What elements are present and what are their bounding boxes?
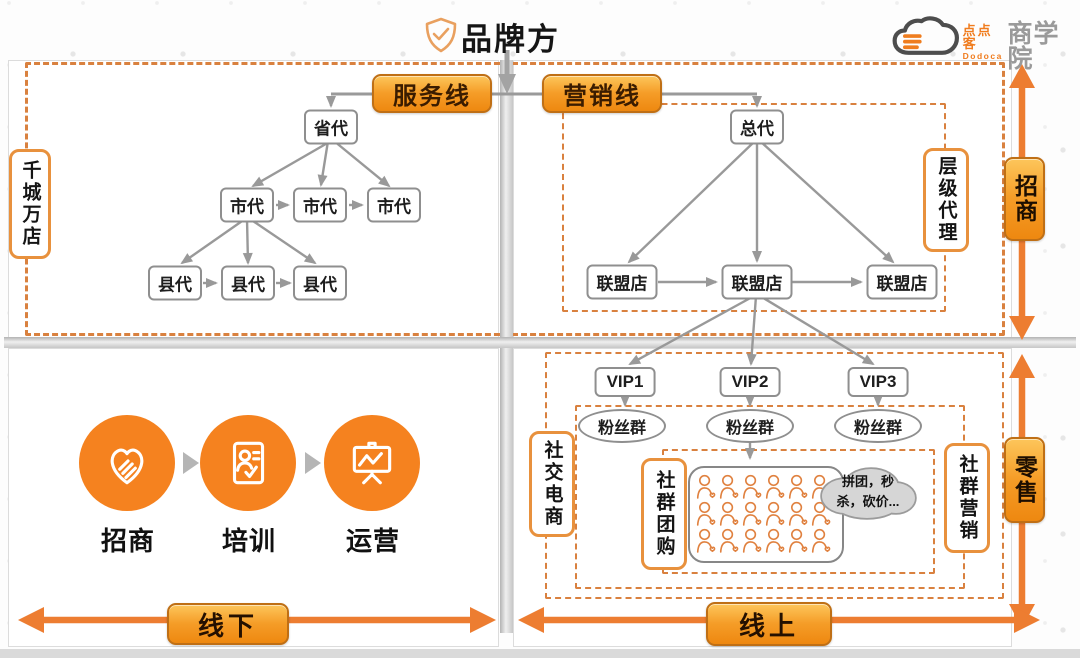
training-card-icon bbox=[232, 441, 265, 485]
person-icon bbox=[696, 528, 716, 553]
node-county-agent: 县代 bbox=[293, 265, 347, 301]
node-city-agent: 市代 bbox=[293, 187, 347, 223]
logo-brand-text: 点点客 bbox=[962, 23, 993, 51]
promo-cloud-text: 拼团，秒杀，砍价... bbox=[836, 474, 900, 509]
logo-brand-subtext: Dodoca bbox=[962, 51, 1003, 61]
step-label-recruit: 招商 bbox=[100, 526, 156, 556]
node-city-agent: 市代 bbox=[220, 187, 274, 223]
bottom-edge-strip bbox=[0, 649, 1080, 658]
node-alliance-store: 联盟店 bbox=[721, 264, 793, 300]
node-vip1: VIP1 bbox=[594, 367, 656, 397]
person-icon bbox=[742, 501, 762, 526]
step-arrow-icon bbox=[183, 452, 199, 474]
person-icon bbox=[811, 501, 831, 526]
node-vip2: VIP2 bbox=[719, 367, 781, 397]
person-icon bbox=[719, 474, 739, 499]
group-buy-label: 社群团购 bbox=[641, 458, 687, 570]
page-title: 品牌方 bbox=[461, 22, 560, 57]
fan-group-ellipse: 粉丝群 bbox=[706, 409, 794, 443]
fan-group-ellipse: 粉丝群 bbox=[834, 409, 922, 443]
social-ecommerce-label: 社交电商 bbox=[529, 431, 575, 537]
presentation-chart-icon bbox=[352, 441, 392, 485]
horizontal-divider-bar bbox=[4, 337, 1076, 348]
online-axis-badge: 线上 bbox=[706, 602, 832, 646]
person-icon bbox=[765, 501, 785, 526]
person-icon bbox=[788, 474, 808, 499]
node-vip3: VIP3 bbox=[847, 367, 909, 397]
node-county-agent: 县代 bbox=[221, 265, 275, 301]
retail-axis-badge: 零售 bbox=[1004, 437, 1045, 523]
person-icon bbox=[719, 528, 739, 553]
cloud-logo-icon bbox=[892, 16, 960, 55]
node-city-agent: 市代 bbox=[367, 187, 421, 223]
node-alliance-store: 联盟店 bbox=[586, 264, 658, 300]
person-icon bbox=[765, 474, 785, 499]
step-label-operations: 运营 bbox=[345, 526, 401, 556]
hierarchy-agent-label: 层级代理 bbox=[923, 148, 969, 252]
person-icon bbox=[696, 474, 716, 499]
promo-cloud-callout: 拼团，秒杀，砍价... bbox=[815, 460, 919, 522]
heart-hand-icon bbox=[110, 448, 144, 485]
person-icon bbox=[811, 528, 831, 553]
merchant-recruit-axis-badge: 招商 bbox=[1004, 157, 1045, 241]
brand-logo: 点点客 Dodoca 商学院 bbox=[890, 12, 1080, 72]
person-icon bbox=[719, 501, 739, 526]
fan-group-ellipse: 粉丝群 bbox=[578, 409, 666, 443]
offline-axis-badge: 线下 bbox=[167, 603, 289, 645]
person-icon bbox=[696, 501, 716, 526]
step-circle-recruit bbox=[79, 415, 175, 511]
step-circle-operations bbox=[324, 415, 420, 511]
step-circle-training bbox=[200, 415, 296, 511]
logo-suffix-text: 商学院 bbox=[1007, 20, 1060, 73]
marketing-line-badge: 营销线 bbox=[542, 74, 662, 113]
cloud-shape-icon bbox=[820, 467, 917, 520]
service-line-badge: 服务线 bbox=[372, 74, 492, 113]
person-icon bbox=[742, 528, 762, 553]
step-label-training: 培训 bbox=[221, 526, 277, 556]
step-arrow-icon bbox=[305, 452, 321, 474]
member-icons-grid bbox=[695, 473, 835, 553]
node-general-agent: 总代 bbox=[730, 109, 784, 145]
person-icon bbox=[765, 528, 785, 553]
node-alliance-store: 联盟店 bbox=[866, 264, 938, 300]
person-icon bbox=[788, 528, 808, 553]
person-icon bbox=[742, 474, 762, 499]
node-county-agent: 县代 bbox=[148, 265, 202, 301]
community-marketing-label: 社群营销 bbox=[944, 443, 990, 553]
person-icon bbox=[788, 501, 808, 526]
node-province-agent: 省代 bbox=[304, 109, 358, 145]
left-axis-label: 千城万店 bbox=[9, 149, 51, 259]
